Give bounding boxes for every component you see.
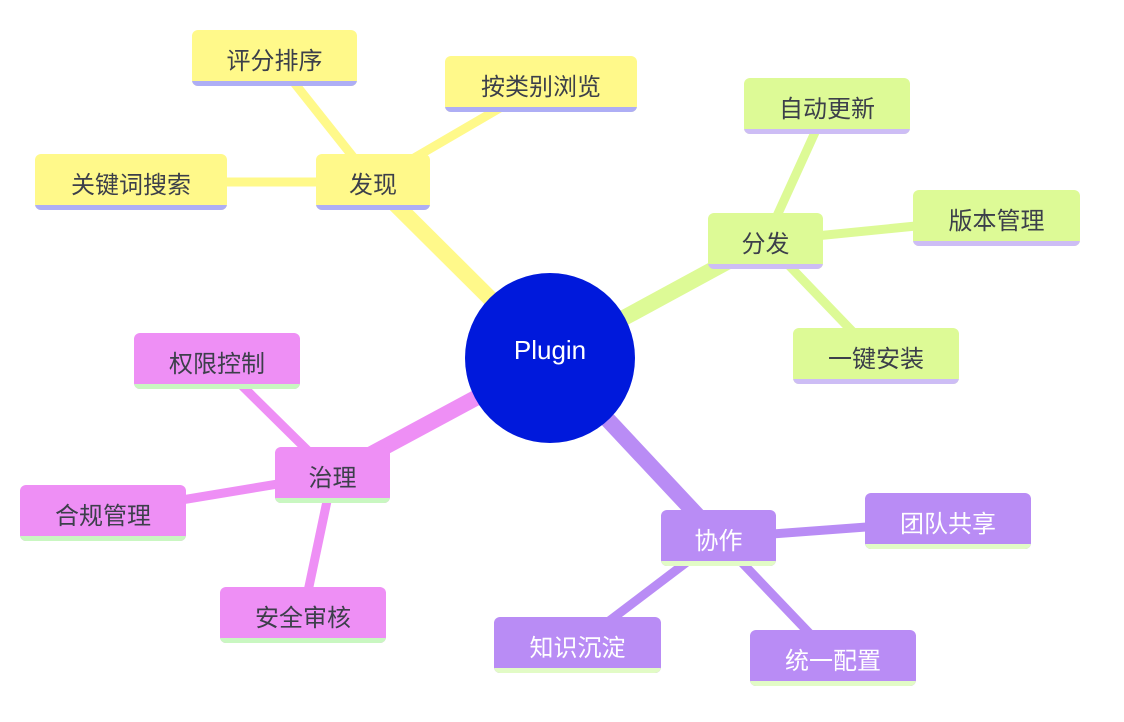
leaf-node-unified-config[interactable]: 统一配置 [750,630,916,686]
leaf-label: 评分排序 [226,46,323,75]
leaf-node-version-management[interactable]: 版本管理 [913,190,1080,246]
root-node[interactable]: Plugin [465,273,635,443]
branch-node-governance[interactable]: 治理 [275,447,390,503]
branch-label: 发现 [349,170,397,199]
leaf-node-one-click-install[interactable]: 一键安装 [793,328,959,384]
root-label: Plugin [513,334,587,365]
leaf-node-auto-update[interactable]: 自动更新 [744,78,910,134]
node-underline [192,81,357,86]
leaf-node-security-review[interactable]: 安全审核 [220,587,386,643]
node-underline [20,536,186,541]
branch-label: 治理 [308,463,357,492]
node-underline [275,498,390,503]
leaf-node-compliance-management[interactable]: 合规管理 [20,485,186,541]
leaf-label: 团队共享 [900,509,996,538]
node-underline [708,264,823,269]
branch-node-distribute[interactable]: 分发 [708,213,823,269]
leaf-label: 知识沉淀 [529,633,626,662]
leaf-node-rating-sort[interactable]: 评分排序 [192,30,357,86]
leaf-label: 关键词搜索 [71,170,191,199]
node-underline [316,205,430,210]
branch-label: 分发 [741,229,790,258]
node-underline [134,384,300,389]
node-underline [220,638,386,643]
leaf-label: 合规管理 [55,501,151,530]
leaf-node-keyword-search[interactable]: 关键词搜索 [35,154,227,210]
leaf-node-permission-control[interactable]: 权限控制 [134,333,300,389]
leaf-label: 统一配置 [785,646,881,675]
leaf-label: 自动更新 [779,94,875,123]
node-underline [744,129,910,134]
leaf-label: 按类别浏览 [481,72,601,101]
leaf-node-knowledge-accumulation[interactable]: 知识沉淀 [494,617,661,673]
node-underline [661,561,776,566]
node-underline [35,205,227,210]
node-underline [445,107,637,112]
node-underline [494,668,661,673]
leaf-label: 版本管理 [948,206,1045,235]
leaf-node-team-sharing[interactable]: 团队共享 [865,493,1031,549]
leaf-label: 权限控制 [169,349,265,378]
node-underline [865,544,1031,549]
leaf-label: 一键安装 [828,344,924,373]
node-underline [913,241,1080,246]
branch-node-collaborate[interactable]: 协作 [661,510,776,566]
leaf-label: 安全审核 [255,603,351,632]
branch-node-discover[interactable]: 发现 [316,154,430,210]
node-underline [750,681,916,686]
node-underline [793,379,959,384]
leaf-node-browse-by-category[interactable]: 按类别浏览 [445,56,637,112]
branch-label: 协作 [694,526,743,555]
